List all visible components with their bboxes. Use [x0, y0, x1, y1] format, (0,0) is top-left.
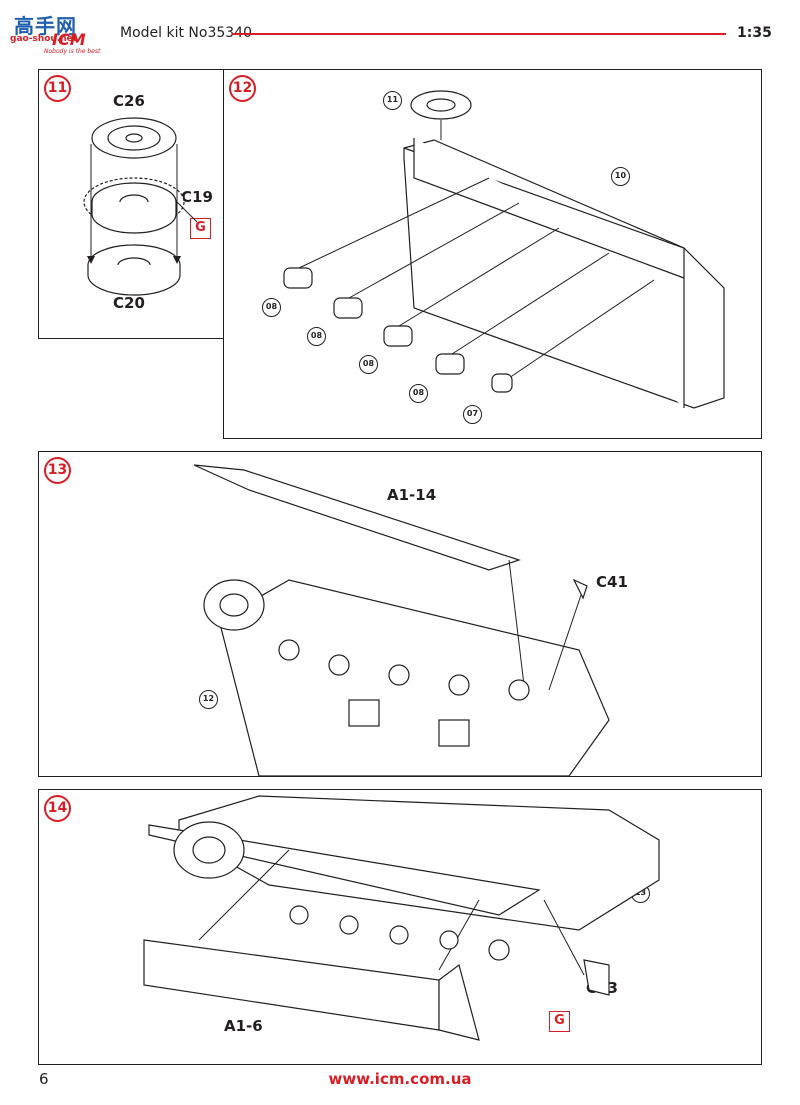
ref-part-08-b: 08 [307, 327, 326, 346]
brand-logo: 高手网 gao-shou.net ICM Nobody is the best [4, 6, 110, 55]
step-14-panel: 14 13 A1-6 C23 G [38, 789, 762, 1065]
logo-brand-text: ICM [52, 30, 86, 49]
ref-part-08-c: 08 [359, 355, 378, 374]
page-header: 高手网 gao-shou.net ICM Nobody is the best … [0, 0, 800, 60]
ref-part-08-d: 08 [409, 384, 428, 403]
scale-label: 1:35 [737, 25, 772, 41]
glue-g-box-2: G [549, 1011, 570, 1032]
front-fender-drawing [143, 795, 660, 1041]
logo-tagline: Nobody is the best [44, 48, 101, 55]
part-a1-6-label: A1-6 [224, 1017, 263, 1035]
ref-part-08-a: 08 [262, 298, 281, 317]
part-c19-label: C19 [181, 188, 213, 206]
step-12-badge: 12 [229, 75, 256, 102]
logo-url-text: gao-shou.net [10, 34, 78, 44]
part-c41-label: C41 [596, 573, 628, 591]
step-11-badge: 11 [44, 75, 71, 102]
ref-part-10: 10 [611, 167, 630, 186]
hull-suspension-drawing [283, 90, 725, 409]
page-number: 6 [39, 1070, 49, 1088]
ref-step-11: 11 [383, 91, 402, 110]
wheel-assembly-drawing [83, 117, 198, 296]
part-c20-label: C20 [113, 294, 145, 312]
ref-step-12: 12 [199, 690, 218, 709]
part-c26-label: C26 [113, 92, 145, 110]
fender-install-drawing [193, 464, 610, 776]
step-14-badge: 14 [44, 795, 71, 822]
logo-cn-text: 高手网 [14, 14, 77, 38]
part-a1-14-label: A1-14 [387, 486, 437, 504]
step-11-panel: 11 C26 C19 C20 G [38, 69, 224, 339]
document-title: Model kit No35340 [120, 25, 252, 41]
footer-url-link[interactable]: www.icm.com.ua [328, 1070, 472, 1088]
step-12-panel: 12 11 10 08 08 08 08 07 [223, 69, 762, 439]
ref-part-07: 07 [463, 405, 482, 424]
header-rule [232, 33, 726, 35]
step-13-panel: 13 A1-14 C41 12 [38, 451, 762, 777]
glue-g-box: G [190, 218, 211, 239]
step-13-badge: 13 [44, 457, 71, 484]
